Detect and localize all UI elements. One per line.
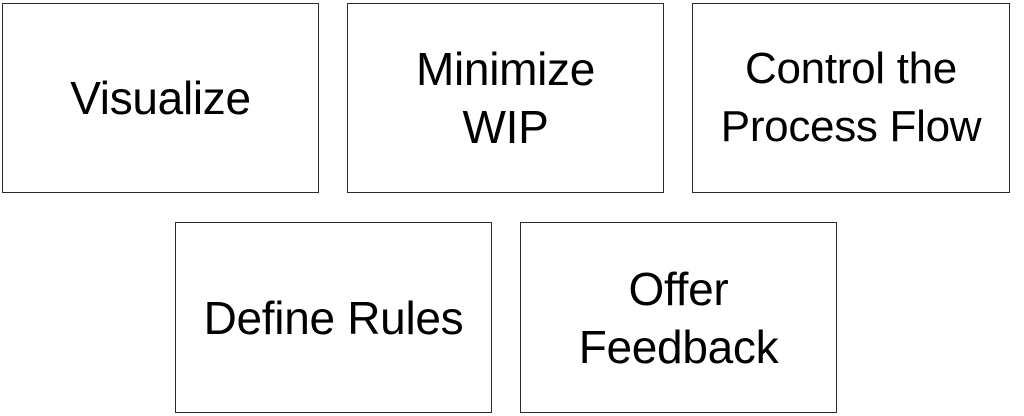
principle-box-offer-feedback: Offer Feedback xyxy=(520,222,837,413)
principle-box-define-rules: Define Rules xyxy=(175,222,492,413)
principle-label: Define Rules xyxy=(203,291,464,344)
principle-label: Control the Process Flow xyxy=(720,44,982,151)
principle-box-control-process-flow: Control the Process Flow xyxy=(692,3,1010,193)
principle-label: Offer Feedback xyxy=(578,262,779,373)
principle-label: Minimize WIP xyxy=(415,43,596,153)
principle-box-minimize-wip: Minimize WIP xyxy=(347,3,664,193)
principle-label: Visualize xyxy=(70,72,251,124)
principle-box-visualize: Visualize xyxy=(2,3,319,193)
